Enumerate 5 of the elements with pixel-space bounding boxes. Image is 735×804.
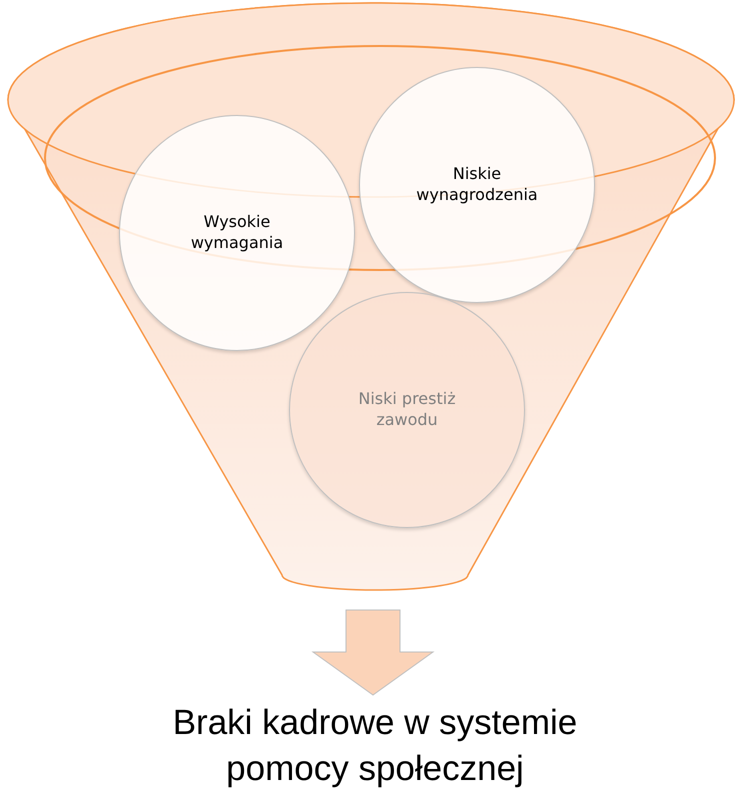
- circle-label: Niski prestiż zawodu: [357, 389, 457, 431]
- block-arrow: [311, 610, 435, 696]
- result-text: Braki kadrowe w systemie pomocy społecznej: [172, 702, 578, 790]
- circle-label: Wysokie wymagania: [190, 212, 284, 254]
- circle-label: Niskie wynagrodzenia: [415, 164, 539, 206]
